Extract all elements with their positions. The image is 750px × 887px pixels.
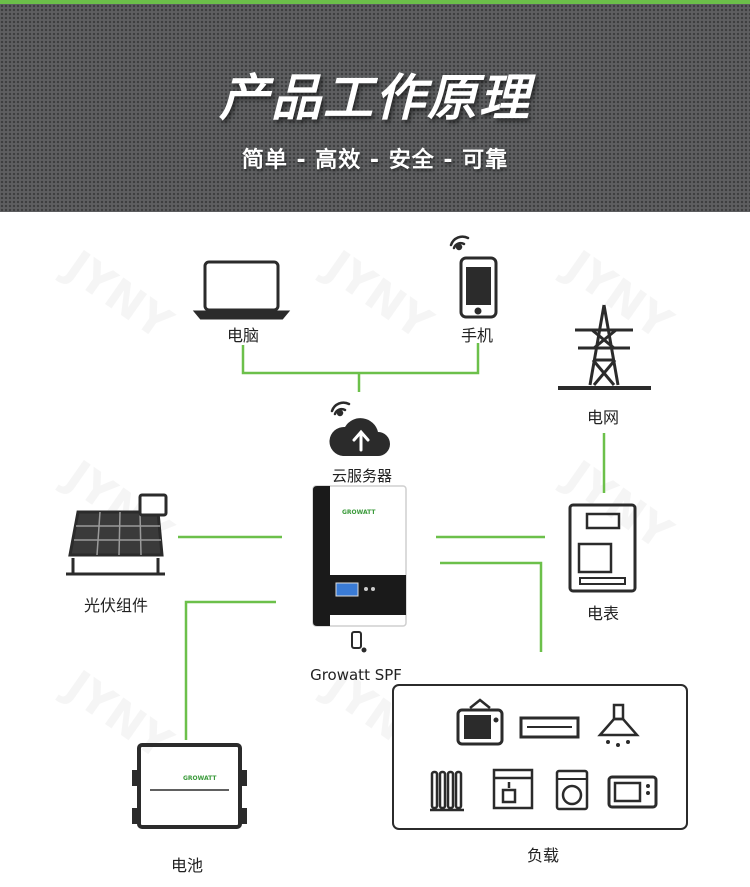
solar-panel-icon [66, 493, 168, 576]
wifi-icon [449, 235, 470, 251]
inverter-logo: GROWATT [342, 509, 376, 516]
power-tower-icon [558, 304, 651, 390]
line-laptop-phone-bus [241, 343, 480, 375]
air-conditioner-icon [519, 716, 580, 739]
page-subtitle: 简单 - 高效 - 安全 - 可靠 [241, 148, 509, 173]
header-accent-line [0, 0, 750, 4]
coffee-machine-icon [492, 768, 534, 810]
line-inverter-load [440, 561, 543, 652]
range-hood-icon [597, 703, 640, 747]
meter-label: 电表 [586, 604, 620, 623]
battery-icon [132, 743, 247, 829]
inverter-icon [312, 485, 407, 653]
oil-heater-icon [430, 770, 464, 812]
line-battery-inverter [184, 600, 276, 740]
battery-label: 电池 [170, 856, 204, 875]
page-title: 产品工作原理 [219, 69, 531, 127]
laptop-icon [192, 260, 291, 320]
grid-label: 电网 [586, 408, 620, 427]
cloud-label: 云服务器 [331, 467, 393, 485]
pv-label: 光伏组件 [83, 596, 149, 615]
header-banner: 产品工作原理 简单 - 高效 - 安全 - 可靠 [0, 0, 750, 212]
wifi-icon [330, 401, 351, 417]
cloud-upload-icon [329, 418, 390, 456]
battery-logo: GROWATT [183, 775, 217, 782]
tv-icon [456, 698, 504, 746]
electric-meter-icon [568, 503, 637, 593]
washing-machine-icon [555, 769, 589, 811]
laptop-label: 电脑 [226, 326, 260, 345]
connection-lines [178, 343, 606, 740]
load-label: 负载 [526, 846, 560, 865]
microwave-icon [607, 775, 658, 809]
phone-icon [459, 256, 498, 319]
inverter-label: Growatt SPF [310, 666, 402, 684]
phone-label: 手机 [460, 326, 494, 345]
